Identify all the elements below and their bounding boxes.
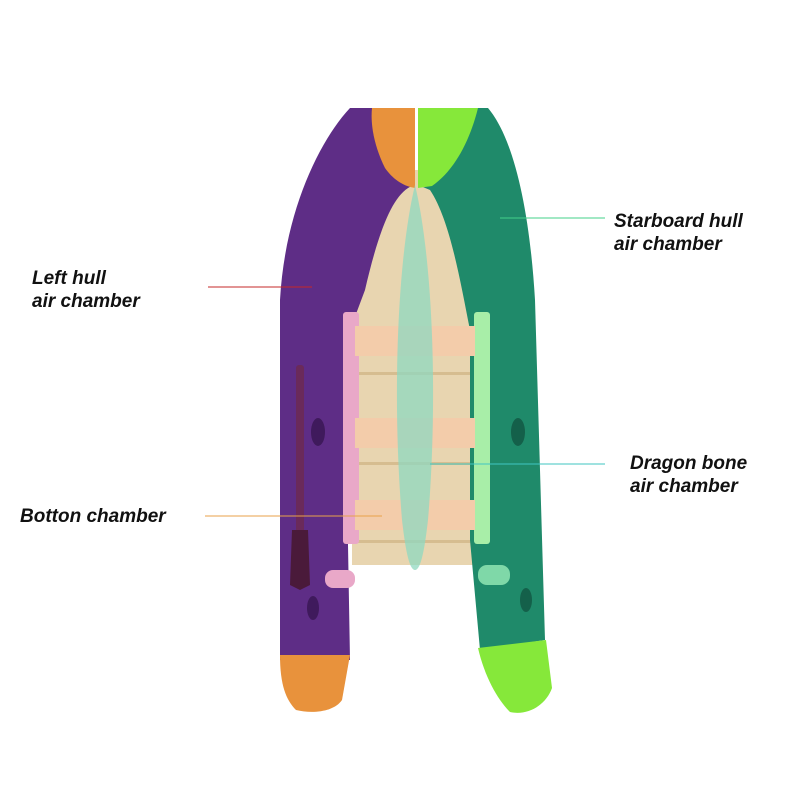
right-seat-rail bbox=[474, 312, 490, 544]
bow-right-section bbox=[418, 108, 478, 188]
hull-handle bbox=[311, 418, 325, 446]
starboard-hull-tip bbox=[478, 640, 552, 713]
label-left-hull-line2: air chamber bbox=[32, 291, 140, 312]
label-dragon-bone-line1: Dragon bone bbox=[630, 453, 748, 474]
hull-handle bbox=[307, 596, 319, 620]
label-left-hull: Left hull air chamber bbox=[32, 267, 140, 313]
stern-rod bbox=[478, 565, 510, 585]
hull-handle bbox=[520, 588, 532, 612]
oar-shaft bbox=[296, 365, 304, 550]
label-bottom-chamber: Botton chamber bbox=[20, 505, 166, 528]
label-dragon-bone: Dragon bone air chamber bbox=[630, 452, 747, 498]
label-dragon-bone-line2: air chamber bbox=[630, 476, 738, 497]
label-starboard-hull-line2: air chamber bbox=[614, 234, 722, 255]
label-left-hull-line1: Left hull bbox=[32, 268, 106, 289]
label-bottom-chamber-line1: Botton chamber bbox=[20, 506, 166, 527]
hull-handle bbox=[511, 418, 525, 446]
left-seat-rail bbox=[343, 312, 359, 544]
bow-left-section bbox=[371, 108, 415, 188]
dragon-bone-chamber bbox=[396, 185, 434, 570]
label-starboard-hull-line1: Starboard hull bbox=[614, 211, 743, 232]
stern-rod bbox=[325, 570, 355, 588]
left-hull-tip bbox=[280, 655, 350, 712]
label-starboard-hull: Starboard hull air chamber bbox=[614, 210, 743, 256]
oar-blade bbox=[290, 530, 310, 590]
